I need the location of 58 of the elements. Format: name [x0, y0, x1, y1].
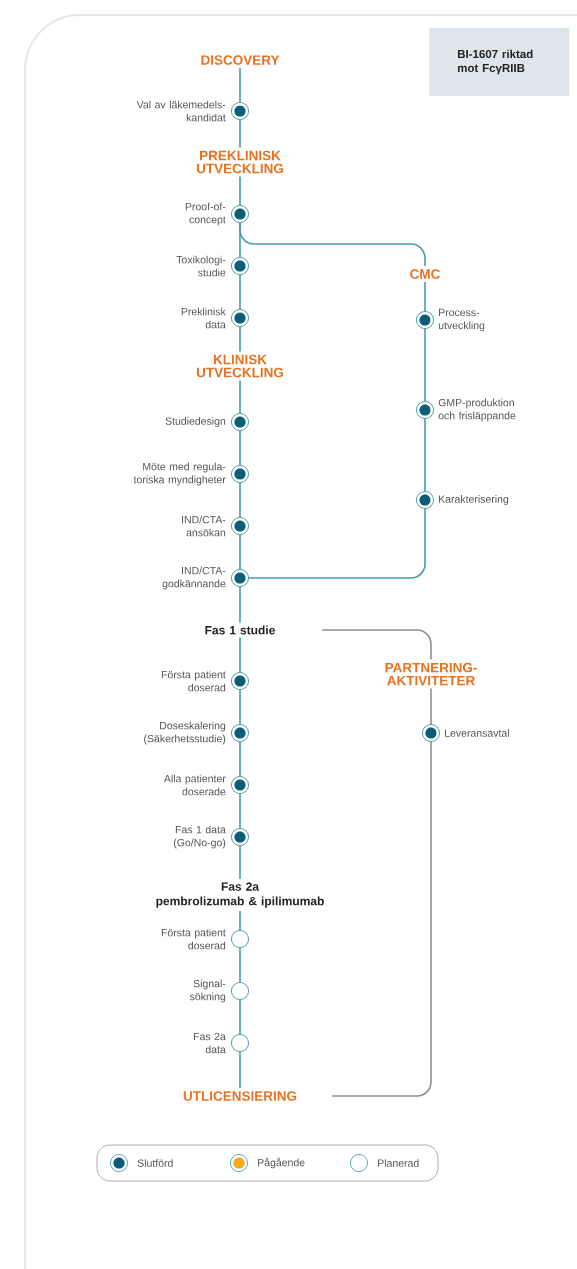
connector-line [424, 328, 426, 402]
stage-heading: KLINISK UTVECKLING [196, 354, 284, 378]
milestone-label: Fas 1 data (Go/No-go) [173, 825, 226, 849]
stage-heading: UTLICENSIERING [183, 1091, 297, 1101]
connector-line [239, 689, 241, 725]
connector-line [239, 274, 241, 310]
connector-line [239, 534, 241, 570]
milestone-label: Val av läkemedels- kandidat [136, 100, 226, 122]
stage-heading: CMC [410, 269, 440, 279]
milestone-label: Leveransavtal [445, 729, 509, 737]
connector-line [239, 1051, 241, 1089]
milestone-label: Möte med regula- toriska myndigheter [133, 462, 226, 486]
milestone-label: IND/CTA- godkännande [162, 566, 226, 590]
milestone-label: Process- utveckling [438, 308, 485, 332]
connector-line [239, 379, 241, 414]
connector-line [430, 687, 432, 725]
phase-heading: Fas 1 studie [205, 625, 275, 635]
legend-label: Pågående [258, 1157, 305, 1169]
connector-line [239, 586, 241, 624]
connector-line [424, 418, 426, 492]
info-box: BI-1607 riktad mot FcγRIIB [429, 28, 570, 96]
connector-line [331, 741, 432, 1097]
connector-line [239, 326, 241, 353]
milestone-label: Alla patienter doserade [163, 774, 226, 796]
connector-line [239, 175, 241, 206]
legend-label: Slutförd [137, 1159, 173, 1167]
milestone-label: Första patient doserad [161, 670, 226, 692]
connector-line [239, 67, 241, 103]
connector-line [239, 741, 241, 777]
milestone-label: Toxikologi- studie [176, 255, 226, 277]
connector-line [239, 947, 241, 983]
stage-heading: DISCOVERY [201, 55, 280, 65]
connector-line [321, 629, 432, 661]
milestone-label: Proof-of- concept [185, 202, 226, 226]
milestone-label: GMP-produktion och frisläppande [438, 398, 516, 422]
milestone-label: IND/CTA- ansökan [182, 515, 226, 537]
connector-line [239, 845, 241, 880]
phase-heading: Fas 2a pembrolizumab & ipilimumab [156, 882, 324, 908]
milestone-label: Fas 2a data [194, 1032, 226, 1054]
connector-line [248, 508, 426, 579]
connector-line [424, 281, 426, 312]
milestone-label: Studiedesign [165, 417, 226, 427]
connector-line [239, 430, 241, 466]
milestone-label: Karakterisering [439, 495, 509, 505]
connector-line [239, 999, 241, 1035]
milestone-label: Preklinisk data [181, 307, 226, 329]
connector-line [239, 119, 241, 149]
connector-line [239, 793, 241, 829]
connector-line [239, 910, 241, 931]
legend-label: Planerad [378, 1159, 419, 1167]
milestone-label: Signal- sökning [189, 979, 226, 1003]
connector-line [239, 482, 241, 518]
stage-heading: PREKLINISK UTVECKLING [196, 150, 284, 174]
connector-line [239, 222, 426, 267]
milestone-label: Första patient doserad [161, 928, 226, 950]
connector-line [239, 636, 241, 673]
milestone-label: Doseskalering (Säkerhetsstudie) [144, 721, 226, 745]
stage-heading: PARTNERING- AKTIVITETER [385, 662, 477, 686]
